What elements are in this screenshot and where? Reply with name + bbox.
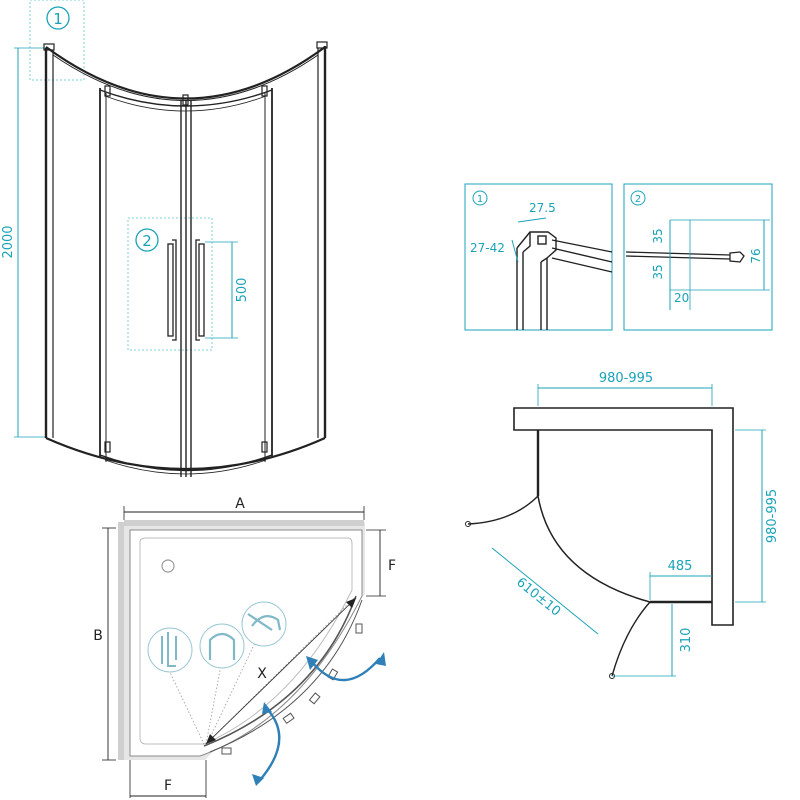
detail-1-width-label: 27.5 <box>529 201 556 215</box>
detail-2-width-label: 20 <box>674 291 689 305</box>
plan-offset-y-label: 310 <box>679 628 694 653</box>
plan-curve <box>537 495 651 603</box>
tray-curve-glass <box>203 595 357 747</box>
detail-2-upper-label: 35 <box>651 228 665 243</box>
callout-2-label: 2 <box>142 232 152 250</box>
detail-1-adjust-line <box>511 239 519 263</box>
detail-1-width-line <box>517 217 547 223</box>
detail-1: 1 27.5 27-42 <box>464 183 613 331</box>
tray-a-label: A <box>235 496 245 512</box>
plan-view: 980-995 980-995 610±10 485 310 <box>465 371 780 679</box>
tray-curve-glass-outer <box>209 599 363 753</box>
detail-2-profile <box>625 251 745 263</box>
tray-x-arrow-top <box>346 598 356 608</box>
door-handles <box>167 239 205 341</box>
plan-door-dim-label: 610±10 <box>513 575 563 620</box>
drain-icon <box>161 559 175 573</box>
callout-1-circle <box>46 6 70 30</box>
plan-door-left-end <box>465 521 471 527</box>
seal-detail-2-icon <box>199 623 245 669</box>
detail-1-callout: 1 <box>477 194 483 205</box>
tray-top-edge <box>124 520 364 526</box>
seal-detail-3-icon <box>241 601 287 647</box>
callout-1-label: 1 <box>53 10 63 28</box>
plan-offset-x-label: 485 <box>668 559 693 574</box>
plan-door-dim-line <box>491 547 599 635</box>
front-view: 1 2 2000 <box>1 0 328 477</box>
detail-2-callout-circle <box>630 190 646 206</box>
plan-door-left <box>467 495 539 525</box>
door-swing-arrows <box>259 657 381 781</box>
detail-2-callout: 2 <box>635 194 641 205</box>
plan-width-label: 980-995 <box>599 371 653 386</box>
height-dimension-label: 2000 <box>1 225 16 258</box>
detail-1-adjust-label: 27-42 <box>470 241 505 255</box>
callout-1-zone <box>29 0 85 81</box>
seal-detail-1-icon <box>147 627 193 673</box>
tray-left-edge <box>118 522 124 760</box>
callout-2-zone <box>127 217 213 351</box>
tray-view: A B F F X <box>93 496 396 798</box>
plan-walls <box>513 407 734 626</box>
detail-2-total-label: 76 <box>749 248 763 263</box>
detail-2-lower-label: 35 <box>651 264 665 279</box>
tray-x-line <box>205 597 357 745</box>
plan-depth-label: 980-995 <box>765 489 780 543</box>
tray-f-side-label: F <box>388 558 396 574</box>
tray-b-label: B <box>93 628 103 644</box>
detail-1-callout-circle <box>472 190 488 206</box>
tray-rollers <box>221 623 363 755</box>
handle-dimension-label: 500 <box>235 278 250 303</box>
tray-leaders <box>165 597 355 745</box>
tray-x-label: X <box>257 666 267 682</box>
tray-body <box>129 529 363 757</box>
tray-x-arrow-bottom <box>206 734 216 744</box>
door-swing-arrowheads <box>252 652 386 786</box>
tray-basin <box>139 537 353 745</box>
tray-f-bottom-label: F <box>164 778 172 794</box>
enclosure-frame <box>43 41 328 477</box>
detail-1-profile <box>516 231 613 330</box>
callout-2-circle <box>135 228 159 252</box>
detail-2: 2 35 35 76 20 <box>623 183 773 331</box>
plan-door-right <box>611 601 651 677</box>
